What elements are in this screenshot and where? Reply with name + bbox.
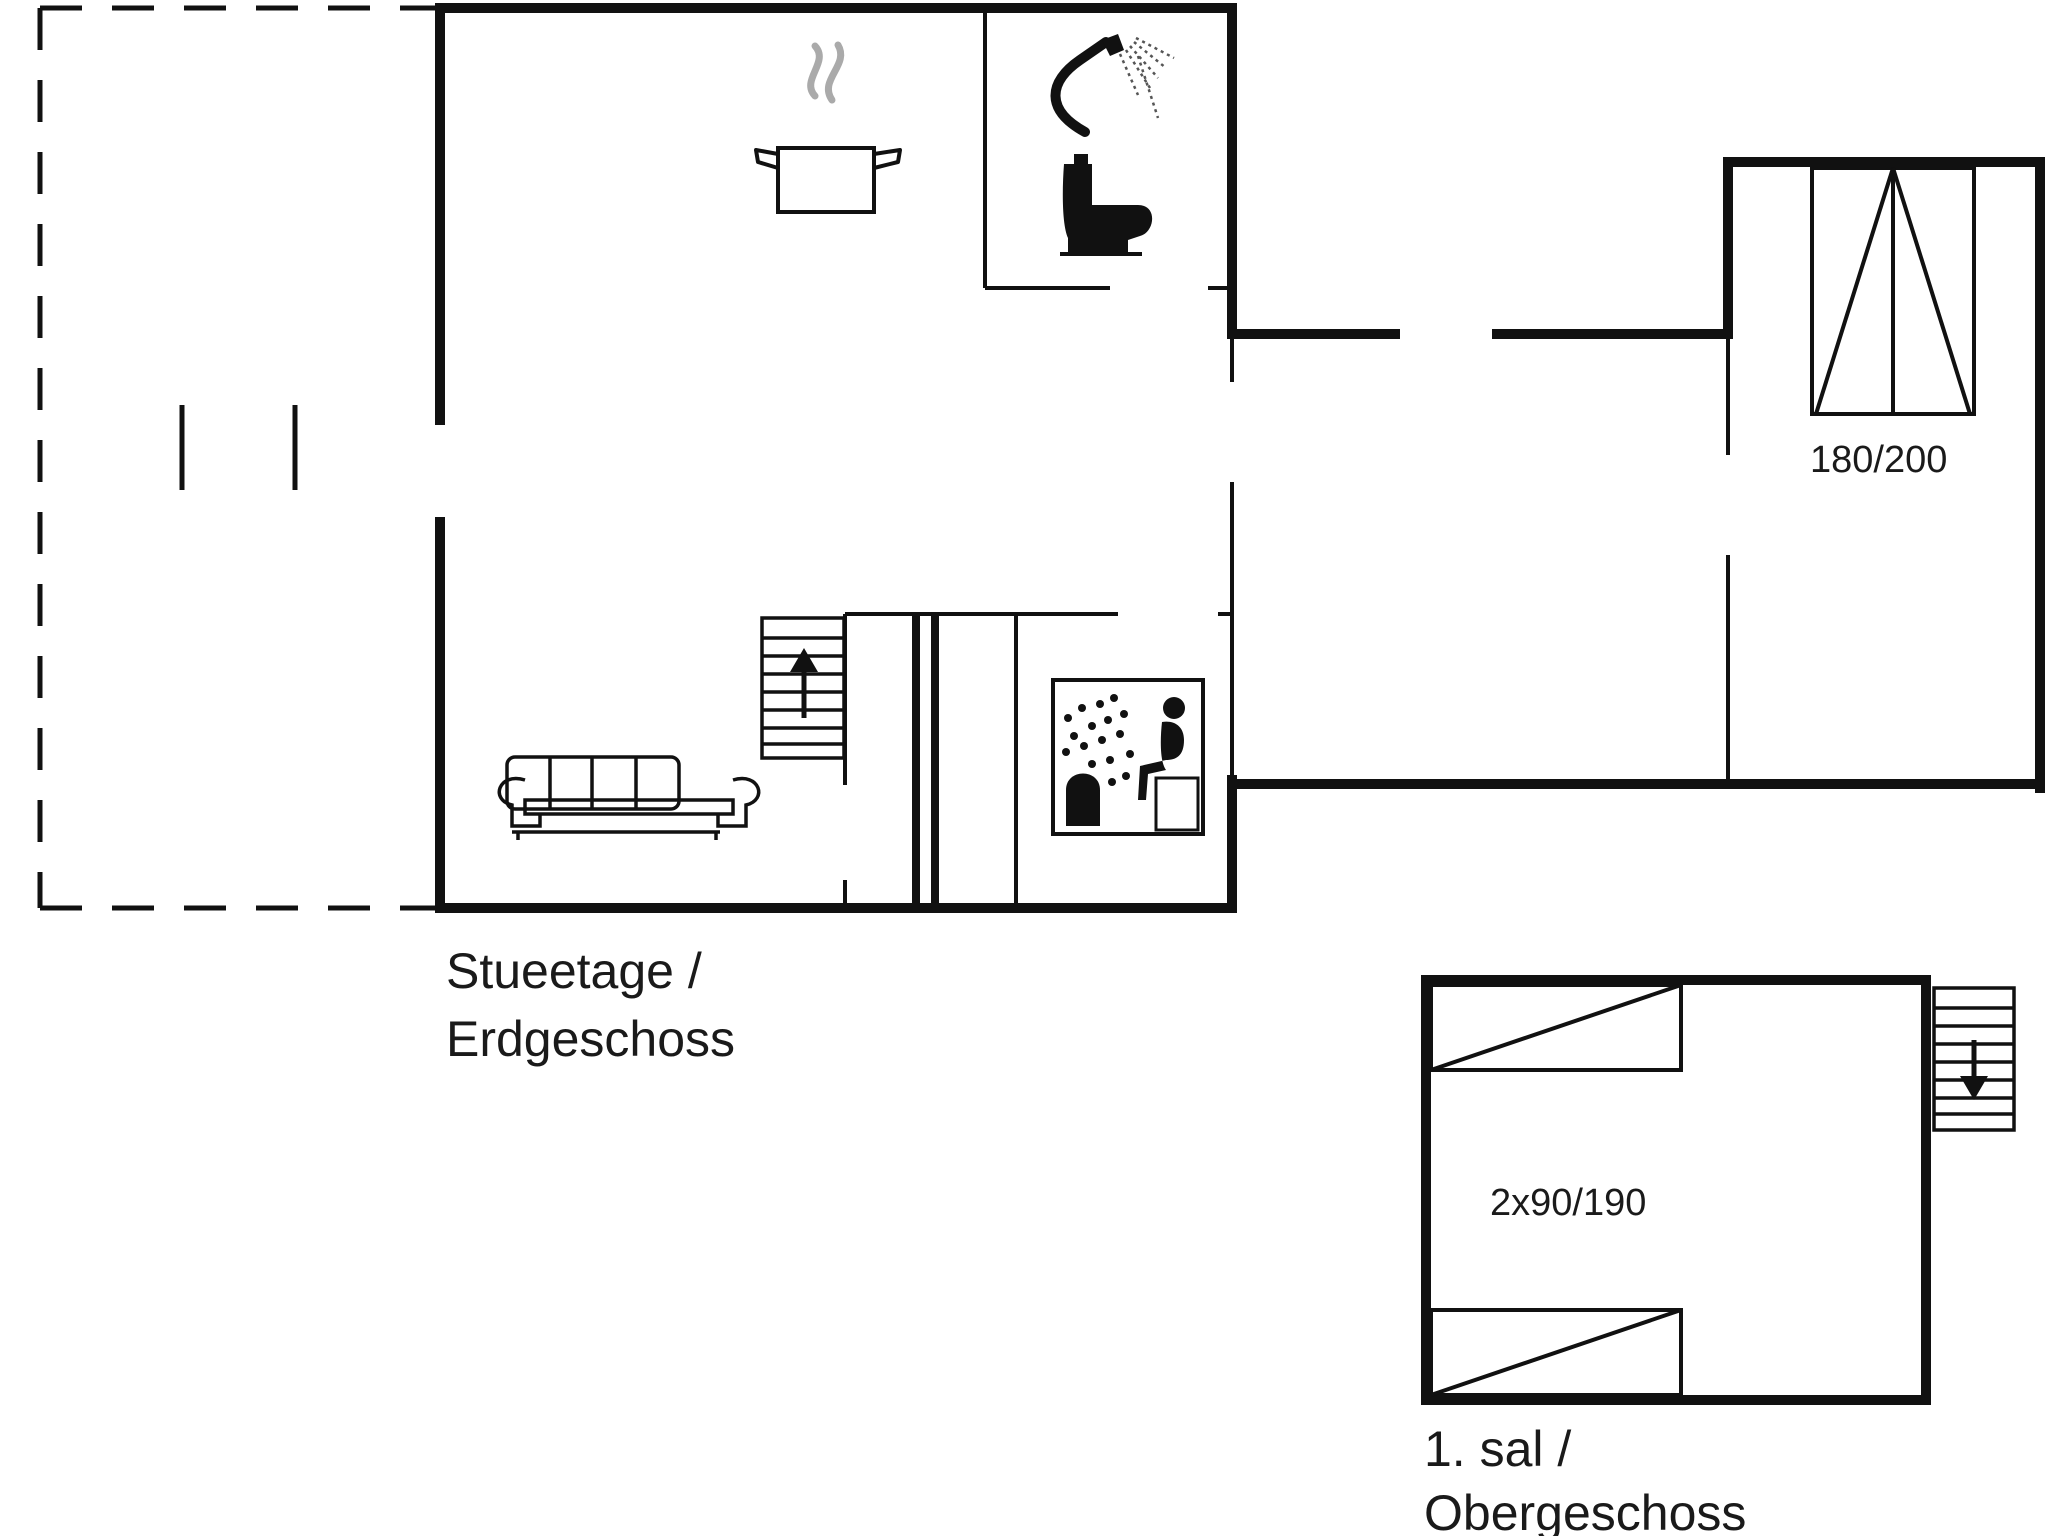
- cooking-pot-icon: [754, 41, 902, 214]
- upper-floor-walls: [1421, 975, 1931, 1405]
- sauna-icon: [1051, 678, 1205, 836]
- upper-floor-label-line2: Obergeschoss: [1424, 1485, 1746, 1536]
- upper-bed-size-label: 2x90/190: [1490, 1182, 1646, 1224]
- ground-bed-size-label: 180/200: [1810, 439, 1947, 481]
- toilet-icon: [1060, 154, 1153, 256]
- upper-floor-label-line1: 1. sal /: [1424, 1421, 1571, 1477]
- wardrobe: [1810, 166, 1976, 416]
- terrace-markers: [179, 405, 298, 490]
- ground-floor-inner-walls: [843, 12, 1730, 908]
- single-bed-icon: [1429, 1308, 1683, 1397]
- sofa-icon: [497, 755, 761, 840]
- stairs-down-icon: [1932, 986, 2016, 1132]
- shower-icon: [1050, 34, 1175, 137]
- ground-floor-walls: [435, 3, 2045, 913]
- terrace-outline: [37, 5, 440, 911]
- stairs-up-icon: [760, 616, 846, 760]
- ground-floor-label-line2: Erdgeschoss: [446, 1011, 735, 1067]
- ground-floor-label-line1: Stueetage /: [446, 943, 702, 999]
- ground-floor-partition: [912, 614, 939, 908]
- double-bed-icon: [1429, 983, 1683, 1072]
